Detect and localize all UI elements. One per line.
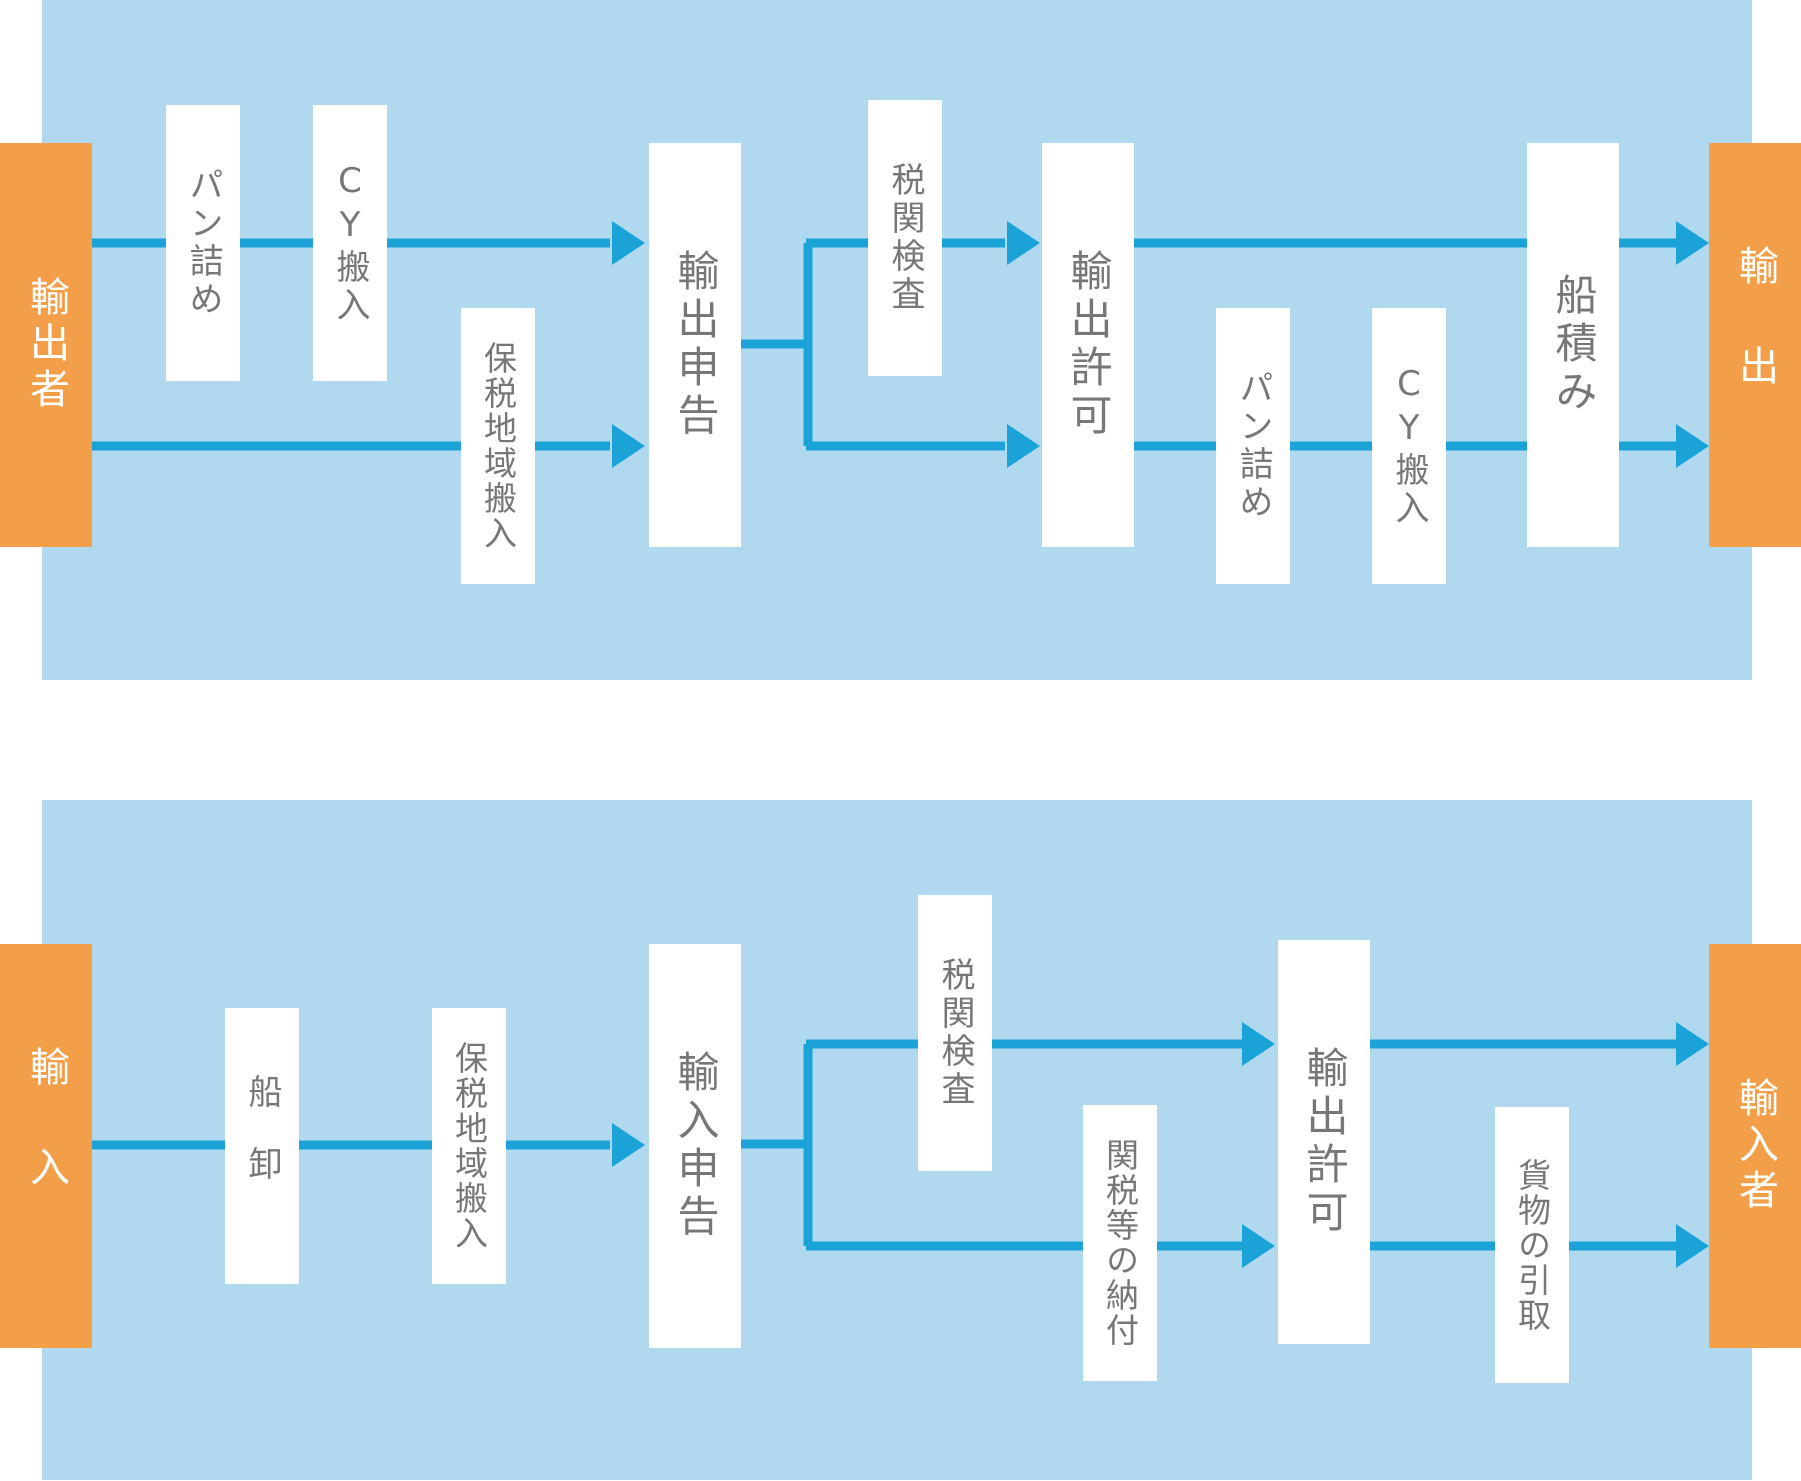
arrowhead [1676,221,1709,265]
van-pack-box-1: パン詰め [166,105,240,381]
arrowhead [612,424,645,468]
loading-box: 船積み [1527,143,1619,547]
arrowhead [1676,424,1709,468]
cy-in-box-2: CY搬入 [1372,308,1446,584]
arrowhead [1676,1224,1709,1268]
export-permit-box: 輸出許可 [1042,143,1134,547]
importer-box: 輸入者 [1709,944,1801,1348]
cy-in-box-1: CY搬入 [313,105,387,381]
import-declaration-box: 輸入申告 [649,944,741,1348]
arrowhead [1007,221,1040,265]
customs-inspection-box-import: 税関検査 [918,895,992,1171]
cargo-pickup-box: 貨物の引取 [1495,1107,1569,1383]
arrowhead [1007,424,1040,468]
export-branch-line [741,238,1005,451]
export-exit-box: 輸出 [1709,143,1801,547]
arrowhead [612,1123,645,1167]
arrowhead [1242,1224,1275,1268]
customs-inspection-box-export: 税関検査 [868,100,942,376]
import-start-box: 輸入 [0,944,92,1348]
arrowhead [1242,1022,1275,1066]
export-declaration-box: 輸出申告 [649,143,741,547]
bonded-area-in-box-import: 保税地域搬入 [432,1008,506,1284]
van-pack-box-2: パン詰め [1216,308,1290,584]
permit-box-import: 輸出許可 [1278,940,1370,1344]
arrowhead [1676,1022,1709,1066]
import-flow-panel [42,800,1752,1480]
duty-payment-box: 関税等の納付 [1083,1105,1157,1381]
bonded-area-in-box-export: 保税地域搬入 [461,308,535,584]
import-branch-line [741,1039,1242,1251]
unloading-box: 船卸 [225,1008,299,1284]
exporter-box: 輸出者 [0,143,92,547]
arrowhead [612,221,645,265]
